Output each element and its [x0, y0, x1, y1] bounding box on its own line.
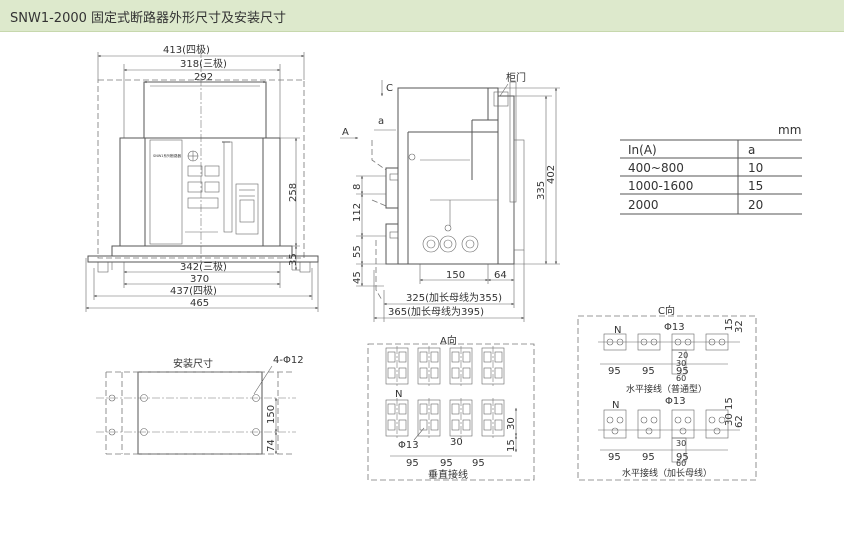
caption-bottom: 水平接线（加长母线） — [622, 467, 712, 479]
terminal-block — [417, 398, 441, 440]
page-header: SNW1-2000 固定式断路器外形尺寸及安装尺寸 — [0, 0, 844, 32]
mounting-title: 安装尺寸 — [173, 357, 213, 370]
terminal-block — [705, 409, 729, 439]
dim-258: 258 — [288, 183, 299, 202]
a-view-caption: 垂直接线 — [428, 468, 468, 481]
table-cell: 2000 — [628, 198, 659, 212]
dim-325: 325(加长母线为355) — [406, 291, 502, 304]
dim-35: 35 — [288, 253, 299, 266]
dim-95: 95 — [608, 366, 621, 377]
dim-32: 32 — [734, 320, 745, 333]
table-header-in: In(A) — [628, 143, 657, 157]
dim-30: 30 — [506, 417, 517, 430]
dim-112: 112 — [352, 203, 363, 222]
dim-335: 335 — [536, 181, 547, 200]
side-view: C 柜门 A a — [340, 71, 560, 322]
dim-62: 62 — [734, 415, 745, 428]
terminal-block — [637, 409, 661, 439]
n-top: N — [614, 325, 621, 336]
dim-30: 30 — [724, 413, 735, 426]
dim-95: 95 — [676, 452, 689, 463]
dim-95: 95 — [608, 452, 621, 463]
terminal-block — [637, 333, 661, 351]
front-view: SNW1系列断路器 413(四极) 318(三极) 292 — [85, 43, 319, 312]
dim-95: 95 — [642, 452, 655, 463]
dim-413: 413(四极) — [163, 43, 210, 56]
dim-95: 95 — [676, 366, 689, 377]
dim-15: 15 — [506, 439, 517, 452]
terminal-block — [449, 346, 473, 388]
terminal-block — [449, 398, 473, 440]
dim-45: 45 — [352, 271, 363, 284]
dim-437: 437(四极) — [170, 284, 217, 297]
dim-15: 15 — [724, 397, 735, 410]
phi-label: Φ13 — [398, 440, 419, 451]
dim-465: 465 — [190, 298, 209, 309]
label-a: A — [342, 127, 349, 138]
mounting-view: 安装尺寸 4-Φ12 150 74 — [96, 355, 304, 455]
terminal-block — [385, 346, 409, 388]
n-label: N — [395, 389, 402, 400]
c-view: C向 Φ13 N 15 32 95 95 95 20 30 60 水平接线（普通… — [577, 304, 757, 481]
phi-top: Φ13 — [664, 322, 685, 333]
size-table: mm In(A) a 400~800 10 1000-1600 15 2000 … — [620, 123, 802, 215]
dim-292: 292 — [194, 72, 213, 83]
table-cell: 1000-1600 — [628, 179, 693, 193]
terminal-block — [385, 398, 409, 440]
dim-74: 74 — [266, 439, 277, 452]
dim-402: 402 — [546, 165, 557, 184]
dim-150: 150 — [266, 405, 277, 424]
hole-label: 4-Φ12 — [273, 355, 304, 366]
label-c: C — [386, 83, 393, 94]
panel-label: SNW1系列断路器 — [153, 153, 182, 158]
dim-342: 342(三极) — [180, 260, 227, 273]
table-cell: 10 — [748, 161, 763, 175]
dim-30: 30 — [676, 359, 686, 368]
caption-top: 水平接线（普通型） — [626, 383, 707, 395]
terminal-block — [481, 398, 505, 440]
dim-55: 55 — [352, 245, 363, 258]
dim-95: 95 — [642, 366, 655, 377]
table-header-a: a — [748, 143, 755, 157]
dim-318: 318(三极) — [180, 57, 227, 70]
terminal-block — [481, 346, 505, 388]
dim-60: 60 — [676, 459, 686, 468]
dim-20: 20 — [678, 351, 688, 360]
dim-64: 64 — [494, 270, 507, 281]
bus-detail — [671, 349, 687, 375]
dim-150: 150 — [446, 270, 465, 281]
label-cabinet-door: 柜门 — [506, 71, 526, 84]
terminal-block — [603, 333, 627, 351]
dim-60: 60 — [676, 374, 686, 383]
dim-365: 365(加长母线为395) — [388, 305, 484, 318]
phi-bottom: Φ13 — [665, 396, 686, 407]
dim-8: 8 — [352, 184, 363, 190]
c-view-terminals — [603, 333, 729, 463]
dim-30: 30 — [676, 439, 686, 448]
dim-30: 30 — [450, 437, 463, 448]
dim-370: 370 — [190, 274, 209, 285]
a-view-terminals — [385, 346, 505, 440]
dim-95: 95 — [472, 458, 485, 469]
terminal-block — [705, 333, 729, 351]
bus-detail — [671, 437, 687, 463]
terminal-block — [603, 409, 627, 439]
dim-95: 95 — [406, 458, 419, 469]
terminal-block — [671, 409, 695, 439]
a-view-title: A向 — [440, 334, 457, 347]
table-cell: 20 — [748, 198, 763, 212]
terminal-block — [417, 346, 441, 388]
page-title: SNW1-2000 固定式断路器外形尺寸及安装尺寸 — [10, 11, 287, 26]
n-bottom: N — [612, 400, 619, 411]
table-cell: 400~800 — [628, 161, 684, 175]
dim-95: 95 — [440, 458, 453, 469]
table-cell: 15 — [748, 179, 763, 193]
a-view: A向 N Φ13 30 30 15 95 95 95 垂直接线 — [367, 334, 535, 481]
dim-15: 15 — [724, 318, 735, 331]
label-a-small: a — [378, 116, 384, 127]
table-unit: mm — [778, 123, 801, 137]
c-view-title: C向 — [658, 304, 675, 317]
